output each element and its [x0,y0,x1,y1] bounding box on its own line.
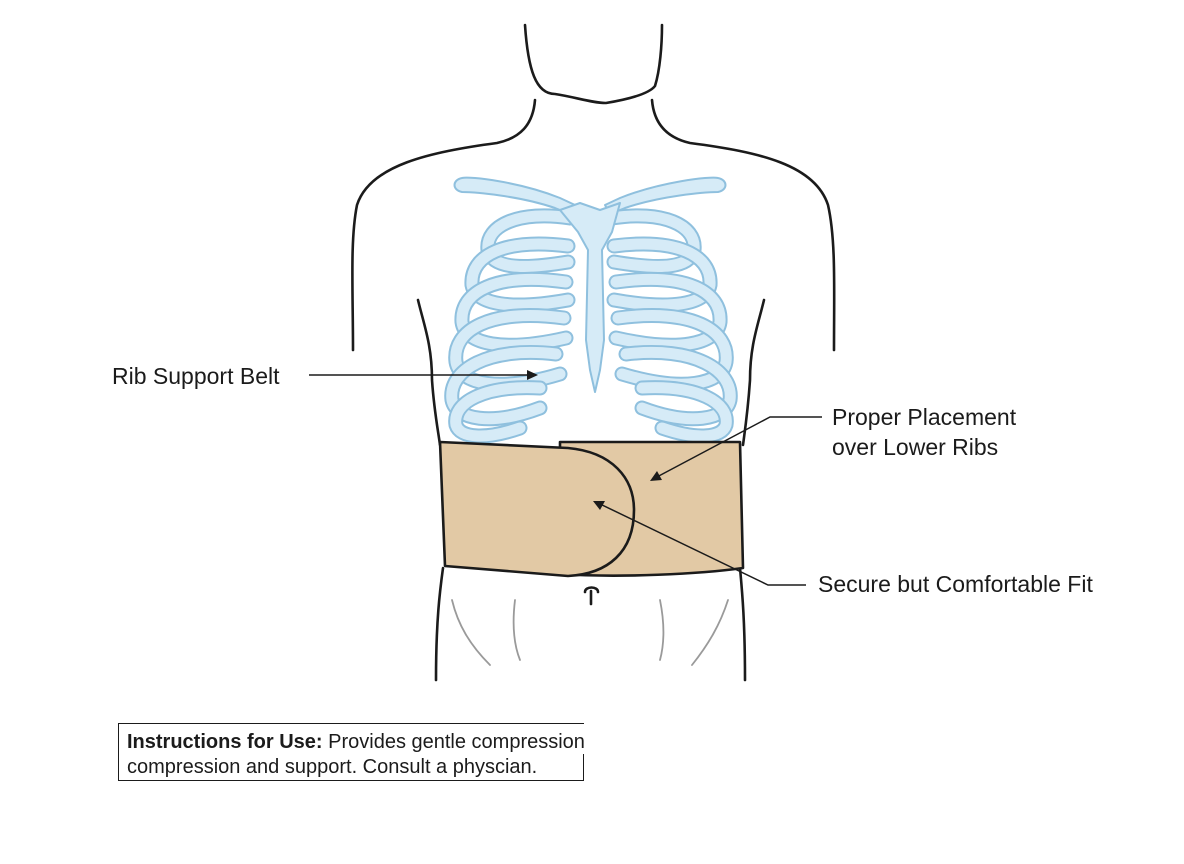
leader-placement [654,416,822,479]
rib-support-belt [438,440,745,578]
leader-lines [309,370,822,586]
torso-outline [351,23,836,682]
label-secure-fit: Secure but Comfortable Fit [818,571,1093,597]
arrow-rib-support [527,370,538,380]
leader-fit [597,502,806,586]
label-proper-placement: Proper Placement over Lower Ribs [832,404,1017,460]
instructions-body: Provides gentle compression compression … [127,731,585,778]
arrow-fit [593,501,605,510]
instructions-text: Instructions for Use: Provides gentle co… [127,730,627,780]
ribcage [444,176,738,444]
instructions-heading: Instructions for Use: [127,731,323,753]
arrow-placement [650,471,662,481]
belt-front-flap [438,440,636,578]
instructions-box: Instructions for Use: Provides gentle co… [118,723,585,781]
left-clavicle [453,176,576,215]
right-clavicle [604,176,727,215]
abdominal-lines [451,599,729,666]
right-ribs [604,208,738,444]
sternum [559,202,621,393]
left-ribs [444,208,578,444]
label-rib-support-belt: Rib Support Belt [112,363,280,389]
